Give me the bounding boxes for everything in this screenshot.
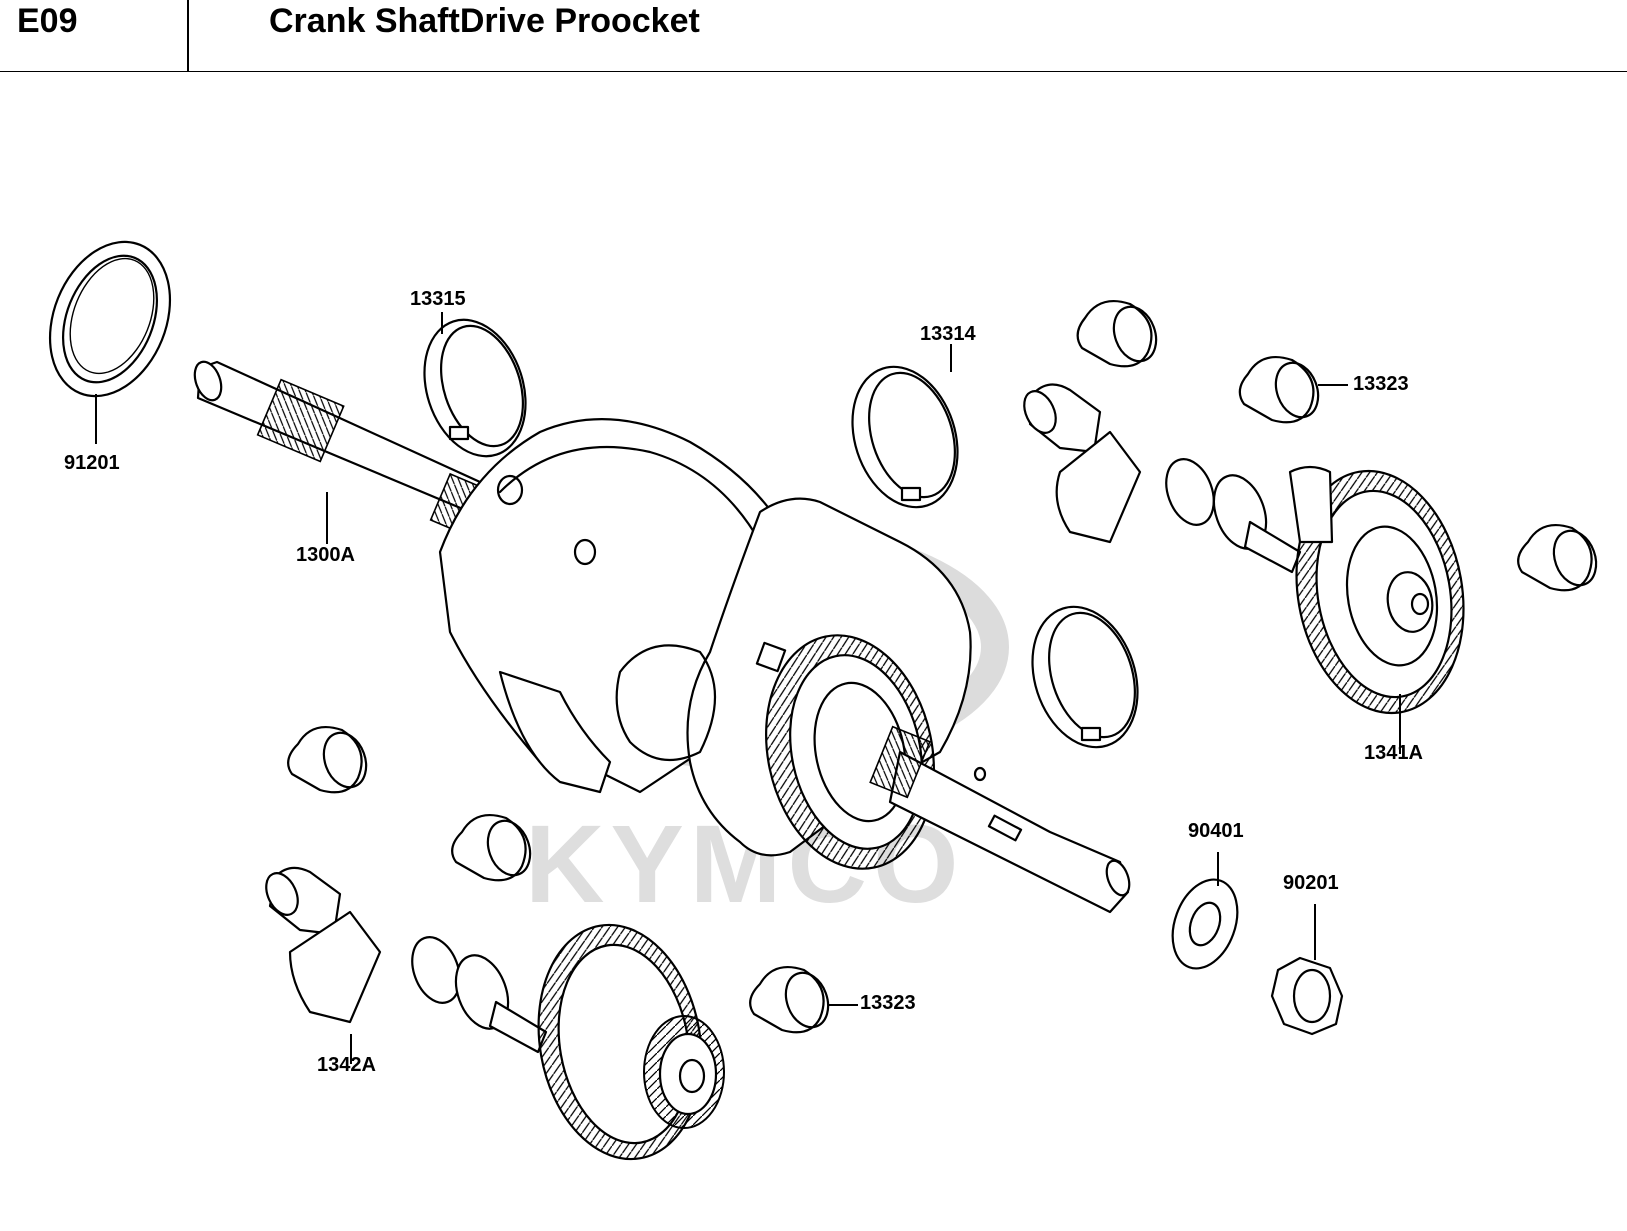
- small-bearing-right: [1517, 524, 1598, 592]
- crankshaft-1300A: [193, 360, 1131, 914]
- bearing-shell-13314: [851, 344, 959, 509]
- part-label-13323-top[interactable]: 13323: [1353, 373, 1409, 395]
- small-bearing-13323-bottom: [749, 966, 858, 1034]
- bearing-shell-13315: [423, 312, 527, 458]
- small-bearing-left-b: [451, 814, 532, 882]
- diagram-drawing: KYMCO: [48, 240, 1598, 1161]
- small-bearing-left-a: [287, 726, 368, 794]
- header-divider: [187, 0, 189, 72]
- section-code: E09: [17, 2, 78, 40]
- nut-90201: [1270, 904, 1344, 1036]
- part-label-13323-bottom[interactable]: 13323: [860, 992, 916, 1014]
- part-label-1341A[interactable]: 1341A: [1364, 742, 1423, 764]
- balance-shaft-1342A: [265, 866, 725, 1161]
- small-bearing-13323-top: [1238, 356, 1348, 424]
- part-label-13314[interactable]: 13314: [920, 323, 976, 345]
- part-label-1342A[interactable]: 1342A: [317, 1054, 376, 1076]
- washer-90401: [1171, 852, 1239, 970]
- page-title: Crank ShaftDrive Proocket: [269, 2, 700, 40]
- oil-seal-91201: [48, 240, 172, 444]
- part-label-90401[interactable]: 90401: [1188, 820, 1244, 842]
- part-label-90201[interactable]: 90201: [1283, 872, 1339, 894]
- part-label-91201[interactable]: 91201: [64, 452, 120, 474]
- exploded-parts-diagram: KYMCO: [0, 72, 1627, 1226]
- header-bar: E09 Crank ShaftDrive Proocket: [0, 0, 1627, 72]
- bearing-shell-middle: [1031, 605, 1139, 749]
- part-label-13315[interactable]: 13315: [410, 288, 466, 310]
- balance-shaft-1341A: [1023, 383, 1465, 754]
- part-label-1300A[interactable]: 1300A: [296, 544, 355, 566]
- small-bearing-top: [1076, 300, 1158, 368]
